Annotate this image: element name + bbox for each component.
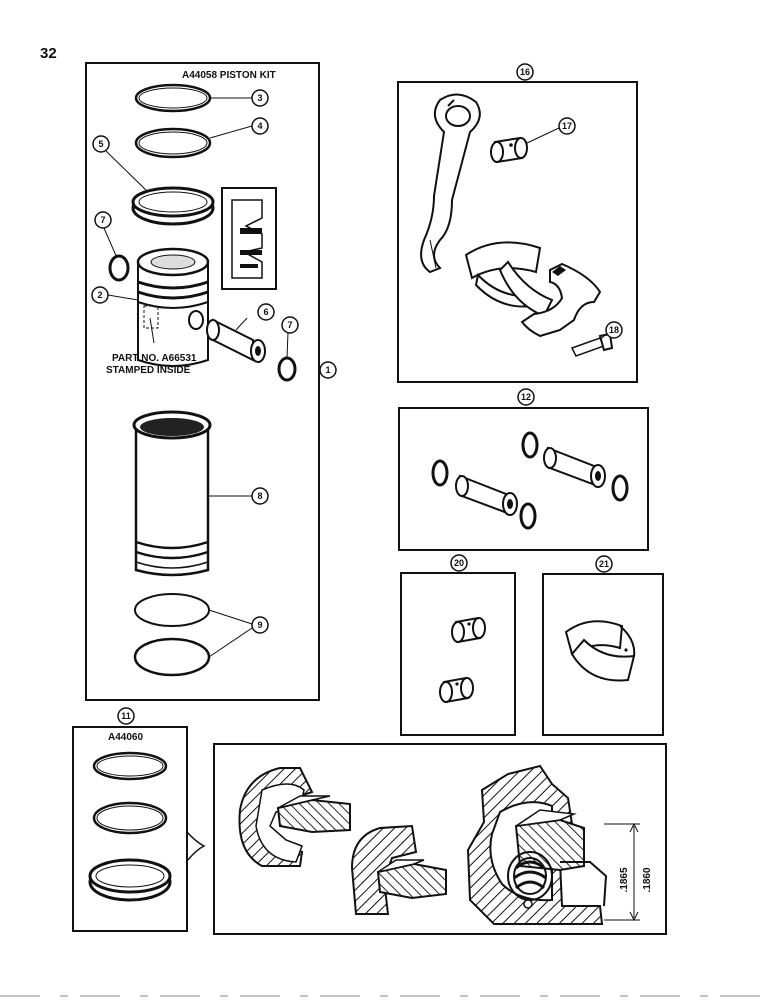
callout-21: 21 [595, 555, 613, 573]
cylinder-sleeve [132, 410, 212, 577]
svg-text:20: 20 [454, 558, 464, 568]
page-number: 32 [40, 45, 57, 62]
ring-kit-title: A44060 [108, 732, 143, 743]
callout-18: 18 [599, 321, 623, 341]
svg-text:8: 8 [257, 491, 262, 501]
snap-ring [519, 502, 537, 530]
svg-text:5: 5 [98, 139, 103, 149]
rod-bearing-halves [464, 241, 554, 318]
svg-text:17: 17 [562, 121, 572, 131]
ring-section-detail-2 [350, 824, 447, 915]
snap-ring [611, 474, 629, 502]
piston-kit-panel: A44058 PISTON KIT [85, 62, 320, 701]
svg-text:7: 7 [100, 215, 105, 225]
section-detail-panel: .1865 .1860 [213, 743, 667, 935]
callout-8: 8 [251, 487, 269, 505]
part-note-line1: PART NO. A66531 [112, 353, 197, 364]
snap-ring [431, 459, 449, 487]
callout-9: 9 [251, 616, 269, 634]
snap-ring-left [108, 254, 130, 282]
svg-text:16: 16 [520, 67, 530, 77]
piston-kit-title: A44058 PISTON KIT [182, 70, 276, 81]
callout-17: 17 [526, 117, 576, 144]
oil-ring [131, 186, 215, 226]
dimension-lines [604, 822, 640, 922]
rod-bolt [570, 332, 614, 357]
callout-7-right: 7 [281, 316, 299, 334]
piston-ring-second [134, 127, 212, 159]
ring-3 [88, 858, 172, 902]
ring-set-panel: 11 A44060 [72, 707, 206, 932]
snap-ring [521, 431, 539, 459]
dimension-max: .1865 [619, 867, 630, 892]
ring-groove-inset [221, 187, 277, 290]
pointer-tab [186, 831, 206, 861]
pin-2 [543, 446, 606, 488]
svg-text:18: 18 [609, 325, 619, 335]
connecting-rod [420, 93, 481, 274]
callout-1: 1 [319, 361, 337, 379]
rod-bushing [490, 136, 528, 164]
svg-text:6: 6 [263, 307, 268, 317]
svg-text:9: 9 [257, 620, 262, 630]
leader-lines-piston [103, 97, 289, 658]
svg-text:4: 4 [257, 121, 262, 131]
ring-section-detail-1 [238, 767, 351, 867]
piston-pin [206, 318, 266, 363]
bushing-panel: 20 [400, 554, 516, 736]
bearing-panel: 21 [542, 555, 664, 736]
piston-ring-top [134, 83, 212, 113]
callout-11: 11 [117, 707, 135, 725]
o-rings [133, 593, 211, 677]
part-note-line2: STAMPED INSIDE [106, 365, 191, 376]
connecting-rod-panel: 16 [397, 63, 638, 383]
bearing-shells [564, 620, 636, 682]
svg-text:2: 2 [97, 290, 102, 300]
callout-4: 4 [251, 117, 269, 135]
bushing-upper [451, 616, 486, 644]
svg-text:11: 11 [121, 711, 131, 721]
bushing-lower [439, 676, 474, 704]
callout-2: 2 [91, 286, 109, 304]
callout-3: 3 [251, 89, 269, 107]
ring-2 [92, 801, 168, 835]
pin-kit-panel: 12 [398, 388, 649, 551]
callout-5: 5 [92, 135, 110, 153]
pin-1 [455, 474, 518, 516]
snap-ring-right [277, 356, 297, 382]
svg-text:21: 21 [599, 559, 609, 569]
svg-text:3: 3 [257, 93, 262, 103]
callout-7-left: 7 [94, 211, 112, 229]
callout-12: 12 [517, 388, 535, 406]
callout-6: 6 [257, 303, 275, 321]
svg-text:7: 7 [287, 320, 292, 330]
piston [136, 247, 210, 367]
callout-20: 20 [450, 554, 468, 572]
callout-16: 16 [516, 63, 534, 81]
dimension-min: .1860 [642, 867, 653, 892]
rod-cap [520, 262, 602, 338]
svg-text:1: 1 [325, 365, 330, 375]
ring-section-detail-3 [466, 764, 608, 925]
svg-text:12: 12 [521, 392, 531, 402]
ring-1 [92, 751, 168, 781]
